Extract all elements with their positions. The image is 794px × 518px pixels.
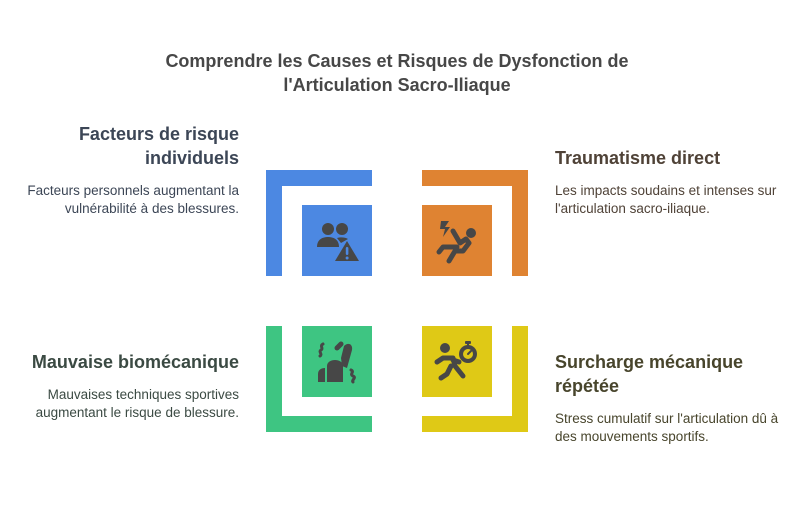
diagram-title: Comprendre les Causes et Risques de Dysf… <box>0 49 794 97</box>
icon-tile-bottom-left <box>302 326 372 397</box>
quadrant-description: Facteurs personnels augmentant la vulnér… <box>27 183 239 216</box>
l-bar-bottom <box>266 416 372 432</box>
quadrant-text-bottom-left: Mauvaise biomécanique Mauvaises techniqu… <box>9 350 239 422</box>
icon-tile-top-right <box>422 205 492 276</box>
quadrant-title: Traumatisme direct <box>555 148 721 168</box>
l-bar-side <box>266 326 282 432</box>
quadrant-title: Facteurs de risque individuels <box>78 124 239 168</box>
person-falling-icon <box>436 220 476 263</box>
quadrant-title: Mauvaise biomécanique <box>31 352 239 372</box>
l-bar-side <box>266 170 282 276</box>
quadrant-description: Les impacts soudains et intenses sur l'a… <box>555 183 777 216</box>
running-stopwatch-icon <box>434 340 477 380</box>
group-warning-icon <box>317 222 359 261</box>
l-bar-top <box>266 170 372 186</box>
quadrant-text-top-left: Facteurs de risque individuels Facteurs … <box>9 122 239 218</box>
l-bar-bottom <box>422 416 528 432</box>
quadrant-description: Mauvaises techniques sportives augmentan… <box>35 387 239 420</box>
icon-tile-top-left <box>302 205 372 276</box>
quadrant-title: Surcharge mécanique répétée <box>555 352 744 396</box>
title-line-2: l'Articulation Sacro-Iliaque <box>283 75 511 95</box>
icon-tile-bottom-right <box>422 326 492 397</box>
quadrant-text-top-right: Traumatisme direct Les impacts soudains … <box>555 146 785 218</box>
title-line-1: Comprendre les Causes et Risques de Dysf… <box>165 51 629 71</box>
quadrant-text-bottom-right: Surcharge mécanique répétée Stress cumul… <box>555 350 785 446</box>
sprain-joint-icon <box>318 341 356 383</box>
l-bar-top <box>422 170 528 186</box>
quadrant-description: Stress cumulatif sur l'articulation dû à… <box>555 411 779 444</box>
l-bar-side <box>512 170 528 276</box>
l-bar-side <box>512 326 528 432</box>
